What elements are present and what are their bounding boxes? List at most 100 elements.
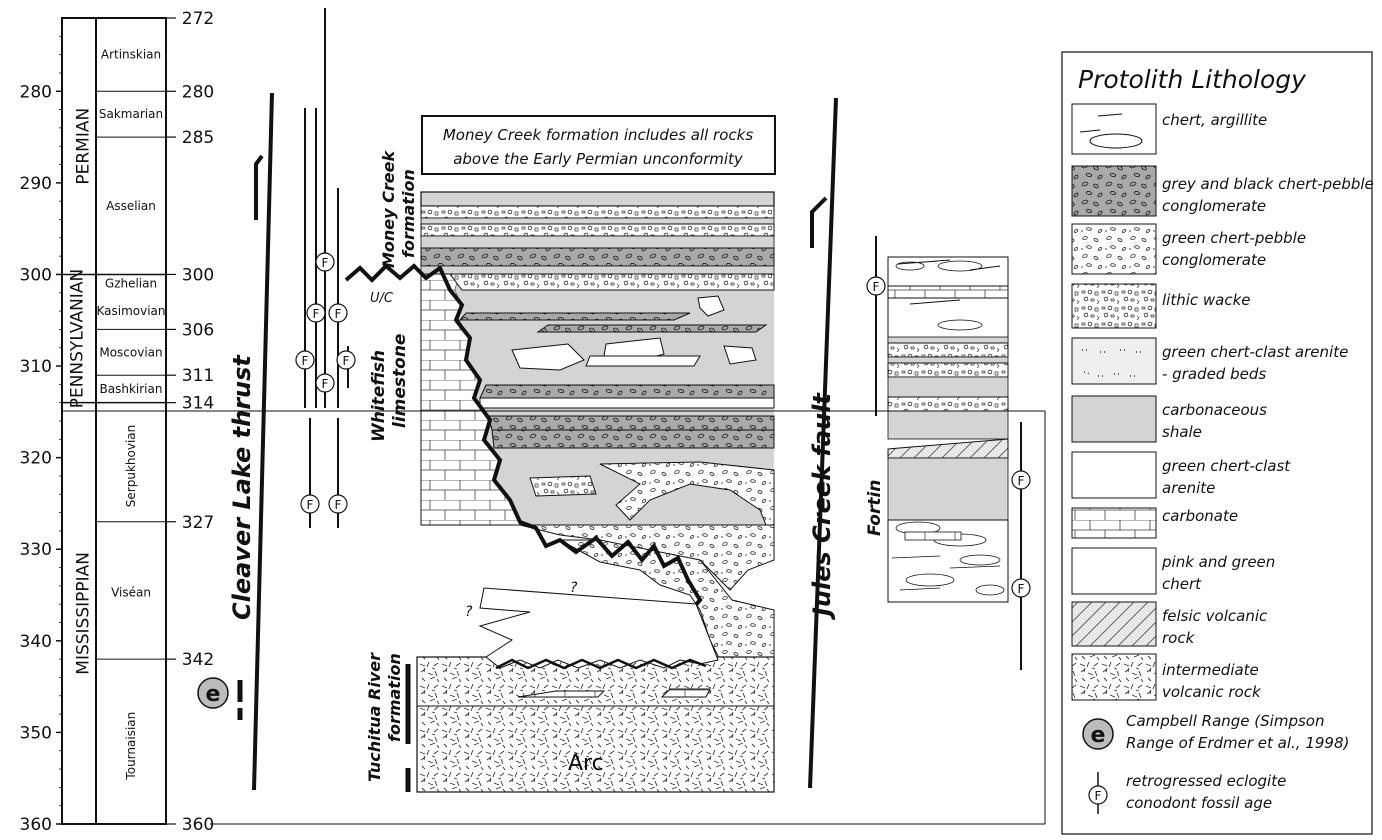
legend-label-lithic-wacke: lithic wacke	[1162, 291, 1251, 309]
campbell-range-marker: e	[197, 677, 243, 720]
svg-text:F: F	[335, 498, 342, 512]
stage-label: Gzhelian	[105, 277, 157, 291]
jules-creek-fault-line	[808, 97, 838, 789]
boundary-label: 300	[182, 265, 214, 285]
legend-swatch-chert	[1071, 103, 1157, 155]
legend-swatch-green-conglomerate	[1071, 223, 1157, 275]
legend-label-felsic-volcanic: rock	[1162, 629, 1196, 647]
stage-label: Serpukhovian	[124, 425, 138, 507]
legend-label-intermediate-volcanic: volcanic rock	[1162, 683, 1262, 701]
legend-swatch-shale	[1071, 395, 1157, 443]
fossil-marker: F	[1011, 578, 1031, 598]
legend-label-campbell: Range of Erdmer et al., 1998)	[1126, 734, 1349, 752]
legend-swatch-wacke	[1071, 283, 1157, 329]
fossil-marker: F	[328, 303, 348, 323]
legend-label-pink-green-chert: pink and green	[1161, 553, 1275, 571]
legend-title: Protolith Lithology	[1078, 65, 1307, 94]
legend-label-carbonaceous-shale: shale	[1162, 423, 1202, 441]
legend-label-graded-arenite: green chert-clast arenite	[1162, 343, 1348, 361]
stage-label: Moscovian	[99, 345, 162, 359]
boundary-label: 280	[182, 82, 214, 102]
axis-tick-label: 340	[20, 632, 52, 652]
note-line-1: Money Creek formation includes all rocks	[443, 126, 753, 144]
boundary-label: 360	[182, 815, 214, 835]
legend-swatch-graded-arenite	[1071, 337, 1157, 385]
whitefish-label-2: limestone	[390, 334, 410, 428]
period-label: PENNSYLVANIAN	[68, 269, 88, 408]
fossil-marker: F	[328, 494, 348, 514]
axis-tick-label: 310	[20, 357, 52, 377]
legend-campbell-letter: e	[1091, 723, 1106, 748]
axis-tick-label: 360	[20, 815, 52, 835]
boundary-label: 342	[182, 650, 214, 670]
axis-tick-label: 280	[20, 82, 52, 102]
geologic-time-scale: 2802903003103203303403503602722802853003…	[20, 9, 215, 835]
fossil-marker: F	[315, 373, 335, 393]
boundary-label: 285	[182, 128, 214, 148]
stage-label: Tournaisian	[124, 712, 138, 781]
stage-label: Sakmarian	[99, 107, 163, 121]
unconformity-label: U/C	[370, 291, 394, 306]
legend-label-graded-arenite: - graded beds	[1162, 365, 1266, 383]
svg-text:F: F	[322, 256, 329, 270]
tuchitua-label-1: Tuchitua River	[365, 652, 384, 782]
money-creek-label-2: formation	[399, 169, 418, 258]
boundary-label: 311	[182, 366, 214, 386]
legend-label-fossil: retrogressed eclogite	[1126, 772, 1286, 790]
fault-arrow	[810, 196, 828, 248]
fossil-marker: F	[336, 350, 356, 370]
legend-label-grey-conglomerate: conglomerate	[1162, 197, 1266, 215]
legend-swatch-green-arenite	[1071, 451, 1157, 499]
money-creek-label-1: Money Creek	[379, 150, 398, 268]
axis-tick-label: 300	[20, 265, 52, 285]
fossil-marker: F	[306, 303, 326, 323]
svg-text:F: F	[302, 354, 309, 368]
svg-text:F: F	[343, 354, 350, 368]
period-label: MISSISSIPPIAN	[74, 552, 94, 675]
note-line-2: above the Early Permian unconformity	[453, 150, 744, 168]
arc-label: Arc	[568, 751, 604, 776]
svg-text:F: F	[1018, 474, 1025, 488]
legend-label-green-arenite: arenite	[1162, 479, 1215, 497]
boundary-label: 272	[182, 9, 214, 29]
legend-label-intermediate-volcanic: intermediate	[1162, 661, 1259, 679]
legend-label-green-conglomerate: conglomerate	[1162, 251, 1266, 269]
legend-label-campbell: Campbell Range (Simpson	[1126, 712, 1324, 730]
period-label: PERMIAN	[74, 108, 94, 185]
legend-swatch-carbonate	[1071, 507, 1157, 539]
svg-text:F: F	[335, 307, 342, 321]
stage-label: Kasimovian	[96, 304, 165, 318]
axis-tick-label: 330	[20, 540, 52, 560]
fortin-label: Fortin	[865, 480, 885, 536]
legend-fossil-letter: F	[1095, 789, 1102, 803]
stage-label: Viséan	[111, 585, 151, 599]
fossil-marker: F	[315, 252, 335, 272]
svg-text:F: F	[322, 377, 329, 391]
time-scale-frame	[61, 17, 167, 825]
thrust-arrow	[254, 154, 264, 220]
legend-label-fossil: conodont fossil age	[1126, 794, 1272, 812]
jules-creek-fault-label: Jules Creek fault	[808, 392, 836, 620]
legend-swatch-intermediate	[1071, 653, 1157, 701]
tuchitua-label-2: formation	[385, 653, 404, 742]
legend-label-carbonate: carbonate	[1162, 507, 1238, 525]
legend-fossil-symbol	[1088, 785, 1108, 805]
legend-label-chert-argillite: chert, argillite	[1162, 111, 1267, 129]
boundary-label: 314	[182, 394, 214, 414]
legend-label-felsic-volcanic: felsic volcanic	[1162, 607, 1268, 625]
legend: Protolith Lithology e F	[1061, 51, 1373, 835]
fossil-marker: F	[295, 350, 315, 370]
legend-label-green-arenite: green chert-clast	[1162, 457, 1291, 475]
cleaver-lake-thrust-label: Cleaver Lake thrust	[228, 354, 256, 620]
svg-text:F: F	[873, 280, 880, 294]
money-creek-column	[344, 191, 775, 793]
axis-tick-label: 290	[20, 174, 52, 194]
legend-label-green-conglomerate: green chert-pebble	[1162, 229, 1306, 247]
stage-label: Artinskian	[101, 48, 161, 62]
svg-text:F: F	[1018, 582, 1025, 596]
stage-label: Asselian	[106, 199, 156, 213]
svg-text:F: F	[313, 307, 320, 321]
